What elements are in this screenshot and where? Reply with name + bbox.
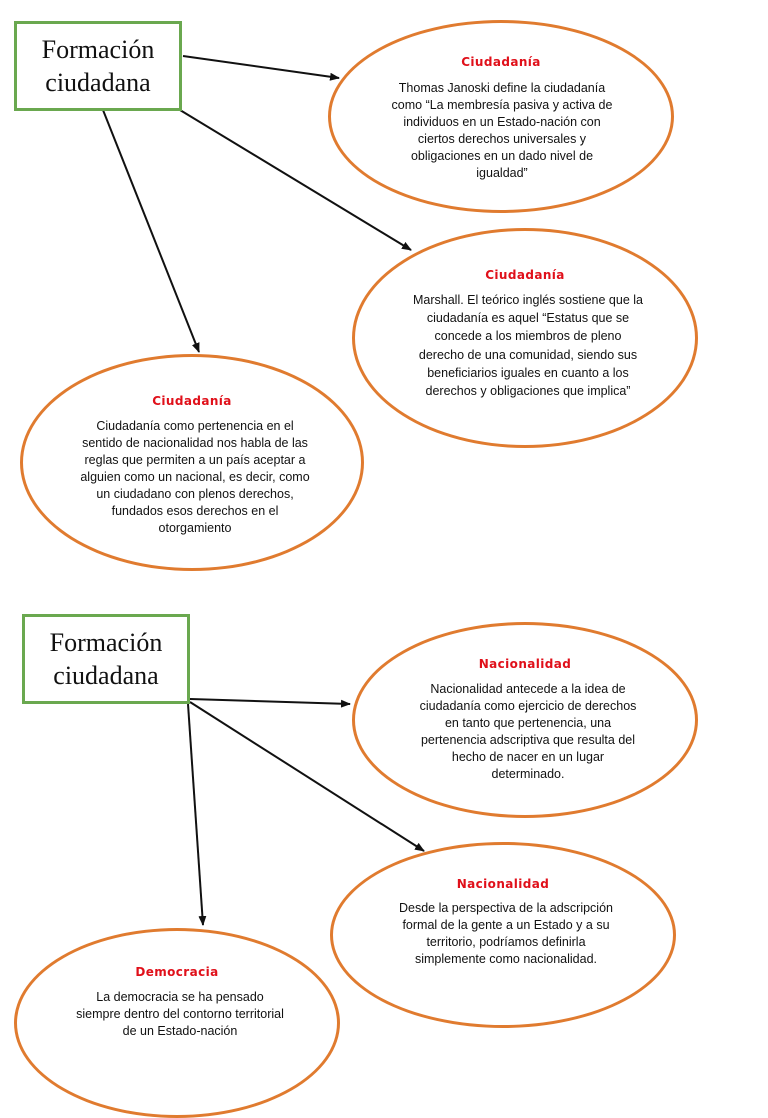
ellipse-ciudadania-janoski: Ciudadanía Thomas Janoski define la ciud… xyxy=(328,20,674,213)
ellipse-text: Nacionalidad antecede a la idea de ciuda… xyxy=(419,682,637,781)
arrow-d2-to-node3 xyxy=(187,703,207,926)
arrow-d1-to-node1 xyxy=(182,55,340,81)
arrow-d2-to-node1 xyxy=(189,698,351,708)
ellipse-title: Democracia xyxy=(135,965,219,979)
ellipse-text: Desde la perspectiva de la adscripción f… xyxy=(398,901,613,966)
ellipse-text: Marshall. El teórico inglés sostiene que… xyxy=(413,293,643,399)
ellipse-text: Thomas Janoski define la ciudadanía como… xyxy=(391,81,613,180)
ellipse-nacionalidad-antecede: Nacionalidad Nacionalidad antecede a la … xyxy=(352,622,698,818)
arrow-d2-to-node2 xyxy=(189,701,425,852)
root-box-formacion-ciudadana-2: Formación ciudadana xyxy=(22,614,190,704)
ellipse-title: Ciudadanía xyxy=(485,268,565,282)
ellipse-democracia: Democracia La democracia se ha pensado s… xyxy=(14,928,340,1118)
ellipse-text: La democracia se ha pensado siempre dent… xyxy=(76,990,284,1038)
ellipse-title: Ciudadanía xyxy=(152,394,232,408)
ellipse-title: Ciudadanía xyxy=(461,55,541,69)
ellipse-ciudadania-pertenencia: Ciudadanía Ciudadanía como pertenencia e… xyxy=(20,354,364,571)
ellipse-ciudadania-marshall: Ciudadanía Marshall. El teórico inglés s… xyxy=(352,228,698,448)
ellipse-text: Ciudadanía como pertenencia en el sentid… xyxy=(80,419,310,535)
arrow-d1-to-node2 xyxy=(179,109,412,251)
root-box-formacion-ciudadana: Formación ciudadana xyxy=(14,21,182,111)
ellipse-title: Nacionalidad xyxy=(456,877,550,891)
arrow-d1-to-node3 xyxy=(102,109,200,353)
connector-arrows xyxy=(102,55,425,926)
ellipse-title: Nacionalidad xyxy=(478,657,572,671)
concept-map-page: Formación ciudadana Ciudadanía Thomas Ja… xyxy=(14,20,698,1118)
ellipse-nacionalidad-adscripcion: Nacionalidad Desde la perspectiva de la … xyxy=(330,842,676,1028)
